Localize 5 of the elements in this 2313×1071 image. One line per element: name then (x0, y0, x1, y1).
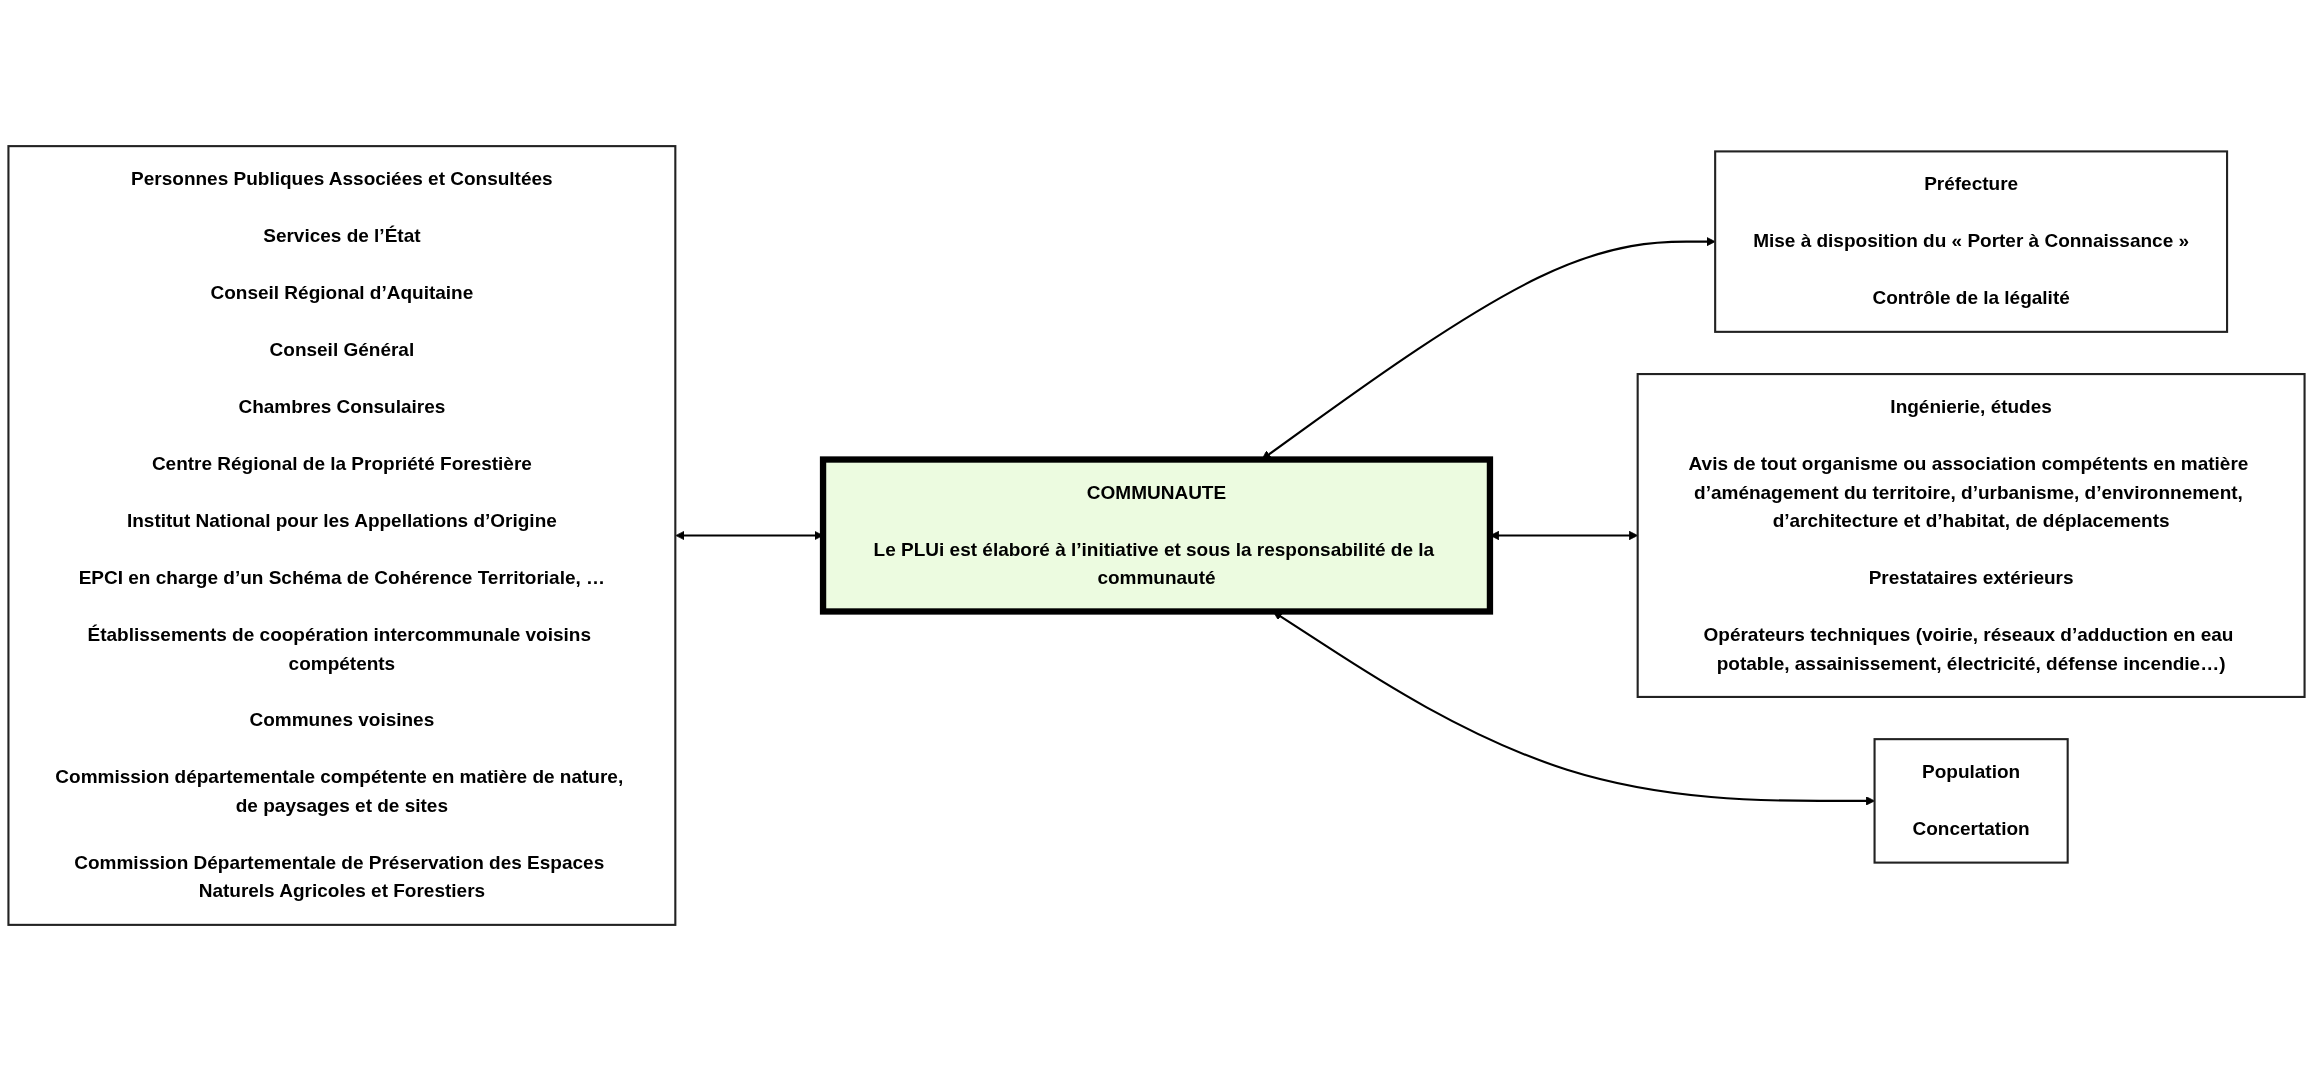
node-box: Ingénierie, études Avis de tout organisme ou association compétents en matière d’aménagement du territoire, d’urbanisme, d’environnement, d’architecture et d’habitat, de déplacements Prestataires extérieurs Opérateurs techniques (voirie, réseaux d’adduction en eau potable, assainissement, électricité, défense incendie…) (1636, 373, 2306, 698)
node-box: COMMUNAUTE Le PLUi est élaboré à l’initiative et sous la responsabilité de la communauté (819, 456, 1494, 615)
node-box: Population Concertation (1873, 738, 2069, 864)
node-box: Préfecture Mise à disposition du « Porter à Connaissance » Contrôle de la légalité (1714, 150, 2229, 333)
node-box: Personnes Publiques Associées et Consultées Services de l’État Conseil Régional d’Aquitaine Conseil Général Chambres Consulaires Centre Régional de la Propriété Forestière Institut National pour les Appellations d’Origine EPCI en charge d’un Schéma de Cohérence Territoriale, … Établissements de coopération intercommunale voisins compétents Communes voisines Commission départementale compétente en matière de nature, de paysages et de sites Commission Départementale de Préservation des Espaces Naturels Agricoles et Forestiers (7, 145, 677, 926)
